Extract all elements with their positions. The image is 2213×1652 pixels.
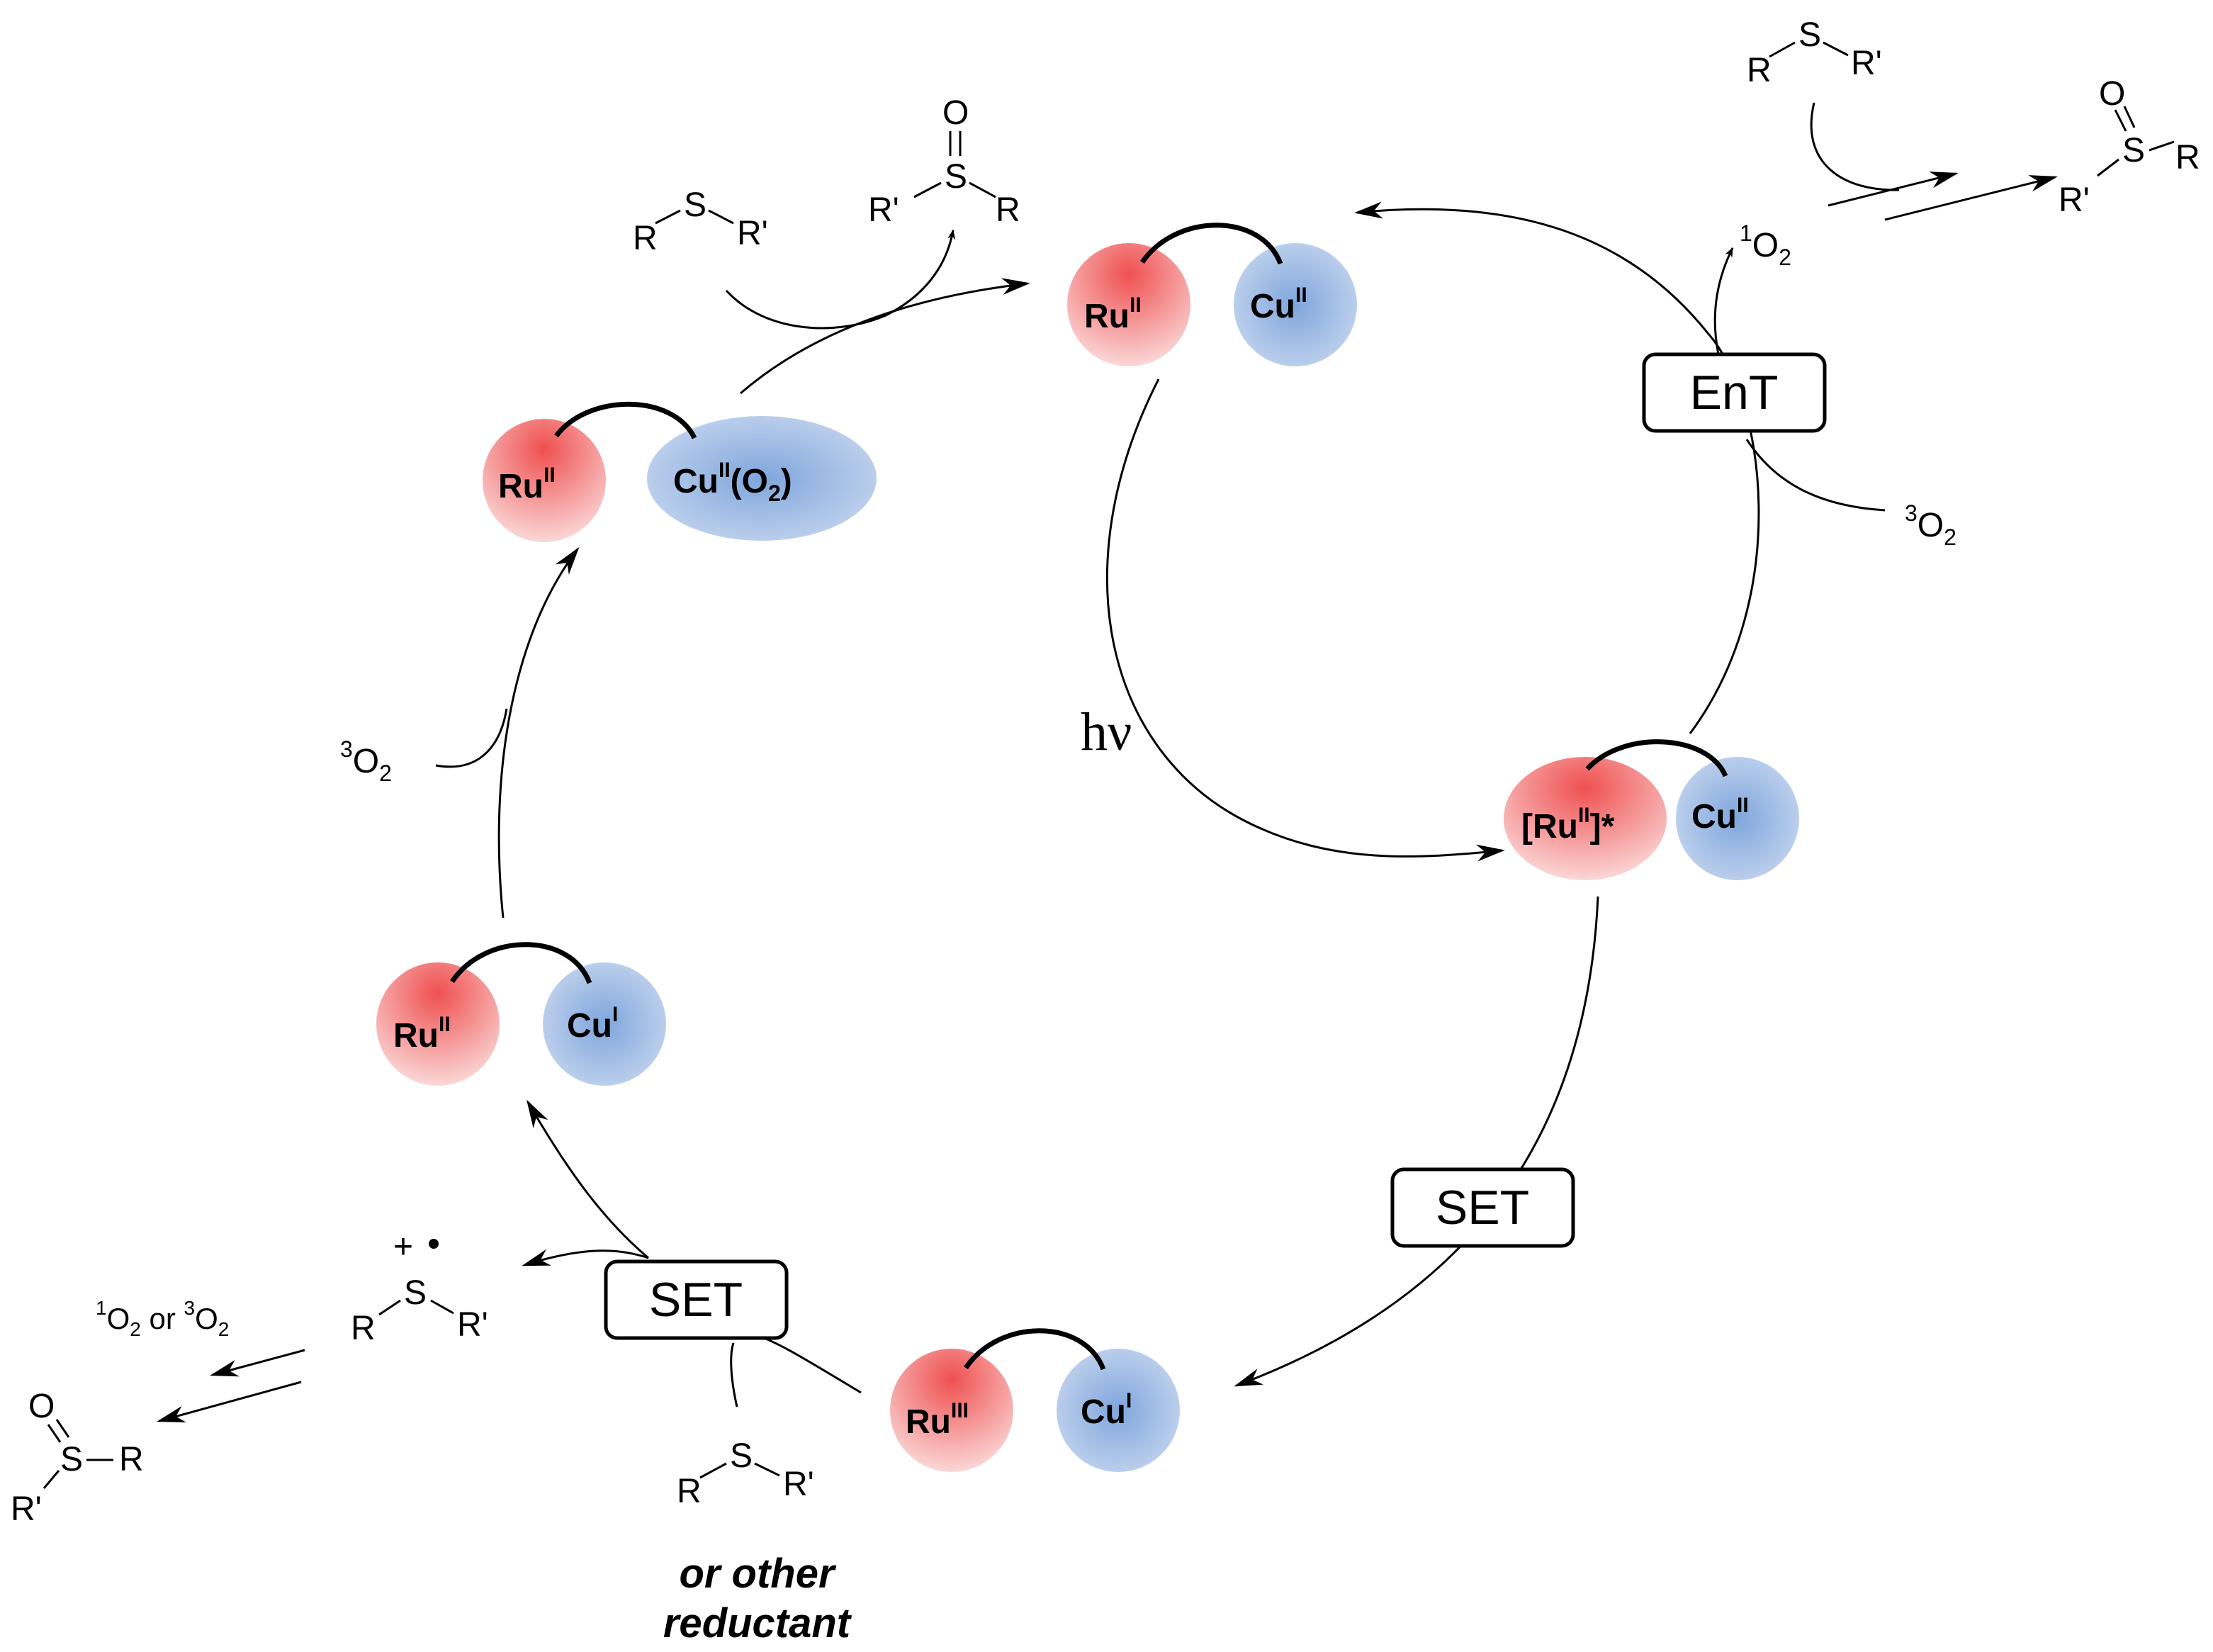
svg-text:R': R' [868,191,899,229]
svg-text:R': R' [457,1306,488,1344]
arrow-3o2-in-ent [1745,439,1886,512]
ent-label: EnT [1690,366,1779,420]
svg-text:RuII: RuII [393,1013,451,1055]
svg-text:+: + [393,1228,413,1266]
ent-box: EnT [1642,352,1827,433]
set-box-right: SET [1390,1167,1575,1248]
arrow-top-right-long [1884,175,2058,221]
ligand-bridge [1140,223,1283,265]
reductant-note-line1: or other [679,1551,837,1597]
svg-text:R': R' [11,1490,42,1528]
arrow-ent-to-1o2 [1713,247,1734,355]
arrow-radical-to-sulfoxide-short [210,1349,305,1377]
svg-text:R: R [119,1441,144,1478]
set-label-right: SET [1436,1181,1529,1235]
ru-sphere [1067,243,1190,366]
arrow-3o2-in-left [435,708,508,768]
reductant-note-line2: reductant [663,1600,852,1646]
svg-text:R: R [351,1310,376,1347]
sulfoxide-bottom-left: O S R R' [11,1388,144,1528]
arc-bottom-to-set-left [758,1334,862,1394]
sulfide-top-left: R S R' [633,186,768,257]
set-box-left: SET [604,1259,789,1340]
ru-sphere [483,419,606,542]
ru-sphere [890,1349,1013,1472]
complex-ru2-cu2-top: RuII CuII [1067,223,1357,366]
ligand-bridge [554,401,697,439]
arrow-to-radical-cation [522,1249,649,1266]
arc-set-right [1234,896,1599,1387]
arc-set-left-to-ru-cu [526,1099,649,1259]
svg-text:CuII(O2): CuII(O2) [673,459,792,506]
cu-o2-ellipse [647,416,877,541]
cu-sphere [543,962,666,1086]
svg-text:R: R [2175,139,2200,176]
cu-sphere [1676,757,1799,880]
complex-ru2-cu1: RuII CuI [376,942,666,1086]
svg-text:CuI: CuI [567,1003,618,1045]
oxygen-either: 1O2 or 3O2 [96,1297,229,1340]
svg-text:S: S [684,186,706,224]
hv-label: hν [1081,702,1132,762]
arrow-sulfide-into-set [730,1342,738,1407]
arrow-radical-to-sulfoxide-long [157,1381,302,1423]
ligand-bridge [450,942,592,984]
sulfide-top-right: R S R' [1747,16,1882,89]
svg-text:R': R' [2059,181,2090,219]
arc-left-up [497,546,580,918]
svg-text:RuII: RuII [1084,293,1142,335]
arc-ent-to-top [1354,201,1760,734]
svg-text:R': R' [783,1466,814,1503]
svg-text:O: O [942,94,969,132]
ru-excited-ellipse [1504,757,1667,880]
svg-text:S: S [404,1274,427,1312]
arrow-top-right-short [1828,172,1959,207]
sulfide-bottom: R S R' [677,1437,814,1510]
sulfoxide-top-right: O S R R' [2059,75,2200,219]
svg-text:O: O [2099,75,2125,113]
svg-text:S: S [730,1437,753,1475]
svg-text:R: R [996,191,1020,229]
ligand-bridge [1585,739,1728,777]
sulfoxide-top: O S R' R [868,94,1020,229]
svg-text:[RuII]*: [RuII]* [1521,804,1615,845]
cu-sphere [1057,1349,1180,1472]
complex-ru3-cu1: RuIII CuI [890,1328,1180,1472]
sulfide-radical-cation: + S R R' [351,1228,488,1347]
svg-text:S: S [60,1441,83,1478]
svg-text:R: R [633,220,658,257]
singlet-oxygen-top: 1O2 [1740,220,1791,270]
svg-text:R: R [677,1473,702,1510]
svg-text:O: O [28,1388,55,1425]
svg-text:R: R [1747,52,1772,89]
svg-text:S: S [945,158,967,196]
svg-text:RuIII: RuIII [906,1399,969,1441]
triplet-oxygen-ent: 3O2 [1905,500,1956,550]
svg-text:CuII: CuII [1250,283,1307,325]
triplet-oxygen-left: 3O2 [340,736,392,786]
svg-text:R': R' [737,215,768,252]
arrow-sulfide-top-right [1810,102,1900,191]
svg-text:CuI: CuI [1081,1389,1132,1431]
cu-sphere [1234,243,1357,366]
set-label-left: SET [649,1273,743,1327]
arc-adduct-to-top [740,278,1030,395]
svg-text:R': R' [1851,45,1882,82]
arrow-sulfide-oxidation-top [725,229,956,330]
svg-text:CuII: CuII [1691,794,1749,836]
radical-dot [429,1239,439,1249]
arc-hv [1106,378,1505,862]
svg-text:RuII: RuII [498,463,556,505]
ligand-bridge [964,1328,1106,1371]
ru-sphere [376,962,500,1086]
complex-excited: [RuII]* CuII [1504,739,1799,880]
svg-text:S: S [1798,16,1821,54]
complex-cu-superoxo: RuII CuII(O2) [483,401,877,542]
svg-text:S: S [2122,132,2145,169]
